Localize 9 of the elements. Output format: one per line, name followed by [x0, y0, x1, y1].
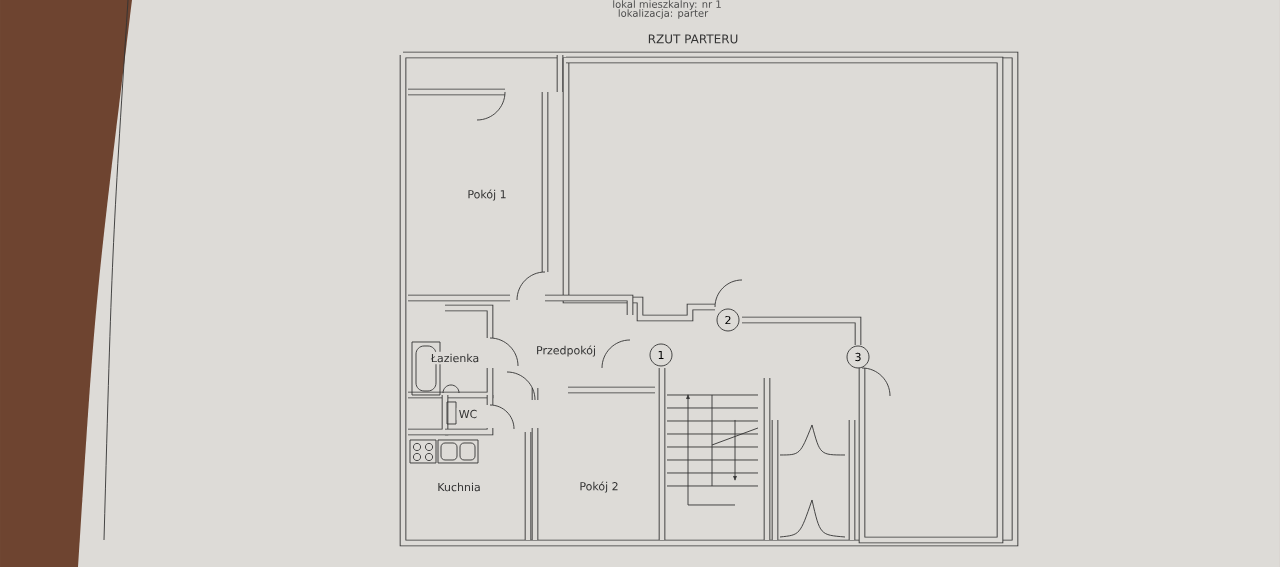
title: RZUT PARTERU [648, 34, 738, 44]
header-text: lokalizacja: parter [618, 9, 709, 19]
room-label: Pokój 2 [577, 479, 621, 495]
header-text: lokal mieszkalny: nr 1 [613, 0, 721, 10]
room-label: Przedpokój [534, 343, 598, 359]
door-number: 3 [846, 345, 870, 369]
door-number: 2 [716, 308, 740, 332]
room-label: Pokój 1 [465, 187, 509, 203]
door-number: 1 [649, 343, 673, 367]
